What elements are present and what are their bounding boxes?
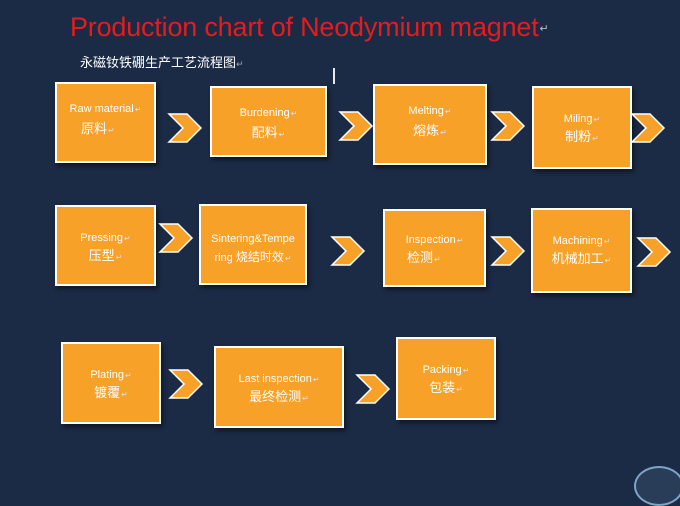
step-label-en: Plating xyxy=(90,369,124,381)
flow-arrow xyxy=(158,222,194,254)
step-packing: Packing↵ 包装↵ xyxy=(396,337,496,420)
chart-title: Production chart of Neodymium magnet↵ xyxy=(70,12,549,43)
flow-arrow xyxy=(636,236,672,268)
step-label-zh: 机械加工 xyxy=(551,252,604,267)
step-plating: Plating↵ 镀覆↵ xyxy=(61,342,161,424)
paragraph-mark-icon: ↵ xyxy=(121,390,128,399)
step-sintering-tempering: Sintering&Tempe ring 烧结时效↵ xyxy=(199,204,307,285)
paragraph-mark-icon: ↵ xyxy=(134,105,142,114)
step-last-inspection: Last inspection↵ 最终检测↵ xyxy=(214,346,344,428)
step-burdening: Burdening↵ 配料↵ xyxy=(210,86,327,157)
flow-arrow xyxy=(330,235,366,267)
paragraph-mark-icon: ↵ xyxy=(284,254,292,263)
step-label-en: Packing xyxy=(422,364,462,376)
paragraph-mark-icon: ↵ xyxy=(603,237,611,246)
step-label-zh: 原料 xyxy=(81,122,108,137)
chart-title-text: Production chart of Neodymium magnet xyxy=(70,12,539,42)
step-label-zh: 镀覆 xyxy=(94,386,121,401)
step-label-en: Inspection xyxy=(405,234,456,246)
step-label-en: Machining xyxy=(552,235,603,247)
step-pressing: Pressing↵ 压型↵ xyxy=(55,205,156,286)
paragraph-mark-icon: ↵ xyxy=(278,130,286,139)
step-label-zh: 熔炼 xyxy=(413,124,440,139)
paragraph-mark-icon: ↵ xyxy=(434,255,441,264)
flow-arrow xyxy=(630,112,666,144)
step-label-zh: 压型 xyxy=(88,249,115,264)
step-machining: Machining↵ 机械加工↵ xyxy=(531,208,632,293)
step-label-zh: 配料 xyxy=(251,126,278,141)
paragraph-mark-icon: ↵ xyxy=(539,23,549,36)
flow-arrow xyxy=(355,373,391,405)
step-label-en: Melting xyxy=(408,105,444,117)
step-label-en: Raw material xyxy=(69,103,134,115)
step-label-en: Miling xyxy=(563,113,593,125)
paragraph-mark-icon: ↵ xyxy=(124,234,131,243)
step-label-en: Last inspection xyxy=(238,373,312,385)
paragraph-mark-icon: ↵ xyxy=(115,253,123,262)
flow-arrow xyxy=(338,110,374,142)
step-label-zh: 烧结时效 xyxy=(235,250,284,264)
step-label-en: Burdening xyxy=(239,107,290,119)
paragraph-mark-icon: ↵ xyxy=(456,236,464,245)
paragraph-mark-icon: ↵ xyxy=(593,115,601,124)
step-miling: Miling↵ 制粉↵ xyxy=(532,86,632,169)
paragraph-mark-icon: ↵ xyxy=(236,60,244,70)
step-label-zh: 制粉 xyxy=(565,130,592,145)
step-inspection: Inspection↵ 检测↵ xyxy=(383,209,486,287)
step-label-zh: 检测 xyxy=(407,251,434,266)
step-label-zh: 最终检测 xyxy=(249,390,302,405)
text-cursor xyxy=(333,68,335,84)
flow-arrow xyxy=(490,235,526,267)
paragraph-mark-icon: ↵ xyxy=(444,107,452,116)
paragraph-mark-icon: ↵ xyxy=(290,109,298,118)
paragraph-mark-icon: ↵ xyxy=(108,126,115,135)
paragraph-mark-icon: ↵ xyxy=(456,385,463,394)
chart-subtitle-text: 永磁钕铁硼生产工艺流程图 xyxy=(80,56,237,71)
flow-arrow xyxy=(167,112,203,144)
paragraph-mark-icon: ↵ xyxy=(440,128,447,137)
flow-arrow xyxy=(490,110,526,142)
step-label-zh: 包装 xyxy=(429,381,456,396)
step-label-en: Pressing xyxy=(80,232,124,244)
step-label-en: Sintering&Tempe ring xyxy=(211,233,295,264)
step-raw-material: Raw material↵ 原料↵ xyxy=(55,82,156,163)
paragraph-mark-icon: ↵ xyxy=(312,375,320,384)
flow-arrow xyxy=(168,368,204,400)
step-melting: Melting↵ 熔炼↵ xyxy=(373,84,487,165)
corner-widget-icon xyxy=(634,466,680,506)
paragraph-mark-icon: ↵ xyxy=(302,394,309,403)
paragraph-mark-icon: ↵ xyxy=(124,371,132,380)
paragraph-mark-icon: ↵ xyxy=(604,256,612,265)
paragraph-mark-icon: ↵ xyxy=(592,134,599,143)
paragraph-mark-icon: ↵ xyxy=(462,366,470,375)
chart-subtitle: 永磁钕铁硼生产工艺流程图↵ xyxy=(80,52,244,71)
